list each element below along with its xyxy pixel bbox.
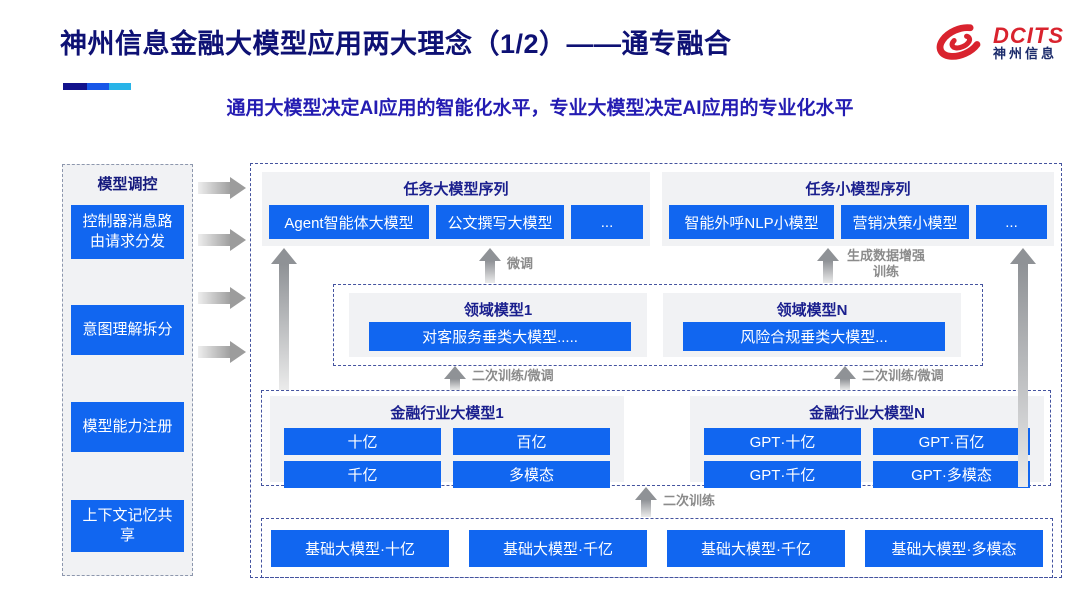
sidebar-item-registry: 模型能力注册 (71, 402, 184, 452)
model-control-sidebar: 模型调控 控制器消息路由请求分发 意图理解拆分 模型能力注册 上下文记忆共享 (62, 164, 193, 576)
sidebar-item-router: 控制器消息路由请求分发 (71, 205, 184, 259)
dcits-swirl-icon (936, 24, 984, 60)
scale-chip-1b: 十亿 (284, 428, 441, 455)
right-arrow-icon (198, 229, 246, 251)
scale-chip-gpt-100b: GPT·千亿 (704, 461, 861, 488)
model-chip-customer-service: 对客服务垂类大模型..... (369, 322, 631, 351)
base-model-chip-multimodal: 基础大模型·多模态 (865, 529, 1043, 567)
up-arrow-icon-finetune (479, 248, 501, 283)
sidebar-item-intent: 意图理解拆分 (71, 305, 184, 355)
sidebar-item-context: 上下文记忆共享 (71, 500, 184, 552)
base-model-chip-1b: 基础大模型·十亿 (271, 529, 449, 567)
scale-chip-gpt-10b: GPT·百亿 (873, 428, 1030, 455)
logo-cn-text: 神州信息 (993, 45, 1058, 61)
panel-title: 任务小模型序列 (805, 181, 911, 198)
right-arrow-icon (198, 287, 246, 309)
model-architecture-diagram: 任务大模型序列 Agent智能体大模型 公文撰写大模型 ... 任务小模型序列 … (250, 163, 1062, 578)
arrow-label-retrain-right: 二次训练/微调 (862, 368, 944, 383)
underline-segment (87, 83, 109, 90)
up-arrow-icon-tall-left (271, 248, 297, 390)
arrow-label-retrain-left: 二次训练/微调 (472, 368, 554, 383)
up-arrow-icon-retrain-center (635, 487, 657, 517)
model-chip-risk-compliance: 风险合规垂类大模型... (683, 322, 945, 351)
title-underline (63, 83, 131, 90)
scale-chip-multimodal: 多模态 (453, 461, 610, 488)
arrow-label-gen-data: 生成数据增强训练 (846, 248, 925, 279)
scale-chip-100b: 千亿 (284, 461, 441, 488)
model-chip-agent: Agent智能体大模型 (269, 205, 429, 239)
arrow-label-finetune: 微调 (507, 256, 534, 271)
domain-models-container: 领域模型1 对客服务垂类大模型..... 领域模型N 风险合规垂类大模型... (333, 284, 983, 366)
panel-title: 金融行业大模型N (809, 405, 925, 422)
panel-title: 金融行业大模型1 (390, 405, 504, 422)
domain-model-n-panel: 领域模型N 风险合规垂类大模型... (663, 293, 961, 357)
domain-model-1-panel: 领域模型1 对客服务垂类大模型..... (349, 293, 647, 357)
sidebar-title: 模型调控 (97, 176, 158, 193)
logo-brand-text: DCITS (993, 22, 1064, 48)
model-chip-document-writing: 公文撰写大模型 (436, 205, 564, 239)
page-title: 神州信息金融大模型应用两大理念（1/2）——通专融合 (60, 29, 732, 59)
underline-segment (109, 83, 131, 90)
panel-title: 任务大模型序列 (403, 181, 509, 198)
base-model-chip-100b-2: 基础大模型·千亿 (667, 529, 845, 567)
model-chip-outbound-nlp: 智能外呼NLP小模型 (669, 205, 834, 239)
scale-chip-gpt-multimodal: GPT·多模态 (873, 461, 1030, 488)
task-large-model-panel: 任务大模型序列 Agent智能体大模型 公文撰写大模型 ... (262, 172, 650, 246)
underline-segment (63, 83, 87, 90)
model-chip-ellipsis: ... (571, 205, 643, 239)
scale-chip-gpt-1b: GPT·十亿 (704, 428, 861, 455)
right-arrow-icon (198, 341, 246, 363)
slide-subtitle: 通用大模型决定AI应用的智能化水平，专业大模型决定AI应用的专业化水平 (226, 98, 854, 119)
panel-title: 领域模型N (776, 302, 848, 319)
industry-model-n-panel: 金融行业大模型N GPT·十亿 GPT·百亿 GPT·千亿 GPT·多模态 (690, 396, 1044, 488)
base-model-chip-100b: 基础大模型·千亿 (469, 529, 647, 567)
dcits-logo: DCITS 神州信息 (933, 18, 1064, 66)
right-arrow-icon (198, 177, 246, 199)
model-chip-ellipsis: ... (976, 205, 1047, 239)
base-models-container: 基础大模型·十亿 基础大模型·千亿 基础大模型·千亿 基础大模型·多模态 (261, 518, 1053, 578)
up-arrow-icon-tall-right (1010, 248, 1036, 487)
arrow-label-retrain-center: 二次训练 (663, 493, 716, 508)
up-arrow-icon-retrain-left (444, 366, 466, 390)
scale-chip-10b: 百亿 (453, 428, 610, 455)
industry-models-container: 金融行业大模型1 十亿 百亿 千亿 多模态 金融行业大模型N GPT·十亿 GP… (261, 390, 1051, 488)
panel-title: 领域模型1 (463, 302, 533, 319)
up-arrow-icon-retrain-right (834, 366, 856, 390)
task-small-model-panel: 任务小模型序列 智能外呼NLP小模型 营销决策小模型 ... (662, 172, 1054, 246)
industry-model-1-panel: 金融行业大模型1 十亿 百亿 千亿 多模态 (270, 396, 624, 488)
up-arrow-icon-gen-data (817, 248, 839, 283)
model-chip-marketing: 营销决策小模型 (841, 205, 969, 239)
